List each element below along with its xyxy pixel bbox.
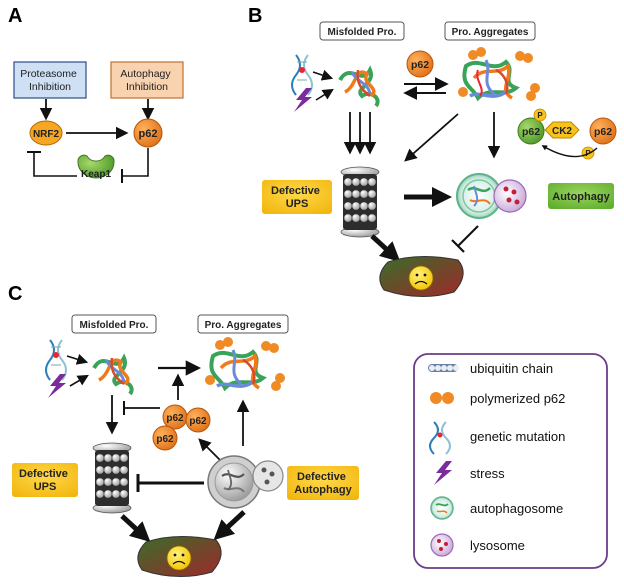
b-inhibit-autophagy-to-cell	[457, 225, 479, 247]
autophagy-inhibition-box	[110, 61, 184, 99]
b-arrow-stress	[315, 88, 334, 101]
c-defective-lysosome-icon	[252, 460, 284, 492]
b-arrow-phosphorylation	[541, 145, 598, 158]
legend-box	[413, 353, 608, 569]
proteasome-inhibition-box	[13, 61, 87, 99]
c-arrow-dna	[66, 353, 89, 365]
c-p62-cluster	[152, 404, 211, 451]
b-p62-green	[517, 117, 545, 145]
c-proteasome-icon	[92, 442, 132, 514]
b-phospho-top-label: P	[537, 111, 543, 120]
b-protein-aggregates	[458, 47, 540, 102]
panel-a-letter: A	[8, 5, 22, 27]
keap1-node	[77, 154, 115, 179]
legend-lysosome-icon	[430, 533, 454, 557]
b-proteasome-icon	[340, 166, 380, 238]
b-autophagy-box	[548, 183, 614, 209]
legend-p62-icon	[430, 392, 454, 404]
b-triple-arrows	[343, 112, 377, 155]
inhibit-keap1-to-nrf2	[33, 152, 77, 177]
b-misfolded-box	[319, 21, 405, 41]
c-misfolded-label: Misfolded Pro.	[80, 320, 149, 331]
b-defective-ups-label: Defective UPS	[271, 185, 323, 210]
legend-lysosome-label: lysosome	[470, 538, 525, 553]
c-thick-arrow-ups-to-cell	[120, 514, 151, 543]
b-autophagy-label: Autophagy	[552, 191, 610, 203]
c-misfolded-box	[71, 314, 157, 334]
b-ck2-hexagon	[544, 121, 580, 139]
c-protein-aggregates	[205, 337, 285, 392]
p62-label-a: p62	[139, 128, 158, 140]
nrf2-label: NRF2	[33, 129, 60, 140]
legend-stress-label: stress	[470, 466, 505, 481]
legend-autophagosome-icon	[430, 496, 454, 520]
legend-p62-label: polymerized p62	[470, 391, 565, 406]
legend-ubiquitin-label: ubiquitin chain	[470, 361, 553, 376]
b-arrow-aggregates-to-ups	[404, 113, 459, 162]
legend-mutation-icon	[429, 421, 451, 455]
c-defective-ups-box	[12, 463, 78, 497]
b-ck2-label: CK2	[552, 126, 572, 137]
b-defective-ups-box	[262, 180, 332, 214]
inhibit-p62-to-keap1	[122, 148, 149, 177]
b-dna-mutation-icon	[291, 54, 313, 96]
b-thick-arrow-to-cell	[370, 234, 401, 263]
b-phospho-bottom	[581, 146, 595, 160]
legend-stress-icon	[434, 461, 452, 485]
p62-node-a	[133, 118, 163, 148]
c-defective-autophagy-label: Defective Autophagy	[294, 471, 352, 496]
c-defective-ups-label: Defective UPS	[19, 468, 71, 493]
b-p62-top-label: p62	[411, 59, 429, 71]
c-defective-autophagy-box	[287, 466, 359, 500]
panel-b-letter: B	[248, 5, 262, 27]
b-phospho-top	[533, 108, 547, 122]
b-damaged-cell	[379, 255, 464, 298]
c-misfolded-protein	[92, 353, 134, 396]
c-p62-label-2: p62	[189, 416, 207, 427]
b-misfolded-protein	[338, 65, 380, 108]
autophagy-inhibition-label: Autophagy Inhibition	[120, 68, 173, 93]
panel-c-letter: C	[8, 283, 22, 305]
c-damaged-cell	[137, 535, 222, 578]
b-arrow-dna	[312, 69, 334, 81]
c-aggregates-box	[197, 314, 289, 334]
c-p62-label-1: p62	[166, 413, 184, 424]
b-misfolded-label: Misfolded Pro.	[328, 27, 397, 38]
legend-mutation-label: genetic mutation	[470, 429, 565, 444]
c-defective-autophagosome-icon	[207, 455, 261, 509]
c-stress-icon	[48, 374, 66, 398]
proteasome-inhibition-label: Proteasome Inhibition	[20, 68, 80, 93]
b-aggregates-label: Pro. Aggregates	[452, 27, 529, 38]
b-stress-icon	[294, 88, 312, 112]
b-inhibit-bar	[451, 239, 465, 253]
keap1-label: Keap1	[81, 169, 111, 180]
legend-ubiquitin-icon	[428, 364, 459, 372]
b-p62-right-label: p62	[594, 126, 612, 138]
b-autophagosome-icon	[456, 173, 502, 219]
b-lysosome-icon	[493, 179, 527, 213]
b-aggregates-box	[444, 21, 536, 41]
b-p62-right	[589, 117, 617, 145]
nrf2-node	[29, 120, 63, 146]
legend-autophagosome-label: autophagosome	[470, 501, 563, 516]
c-aggregates-label: Pro. Aggregates	[205, 320, 282, 331]
b-p62-top	[406, 50, 434, 78]
c-thick-arrow-autophagy-to-cell	[213, 510, 246, 541]
c-arrow-stress	[69, 374, 89, 387]
c-p62-label-3: p62	[156, 434, 174, 445]
b-p62-green-label: p62	[522, 126, 540, 138]
